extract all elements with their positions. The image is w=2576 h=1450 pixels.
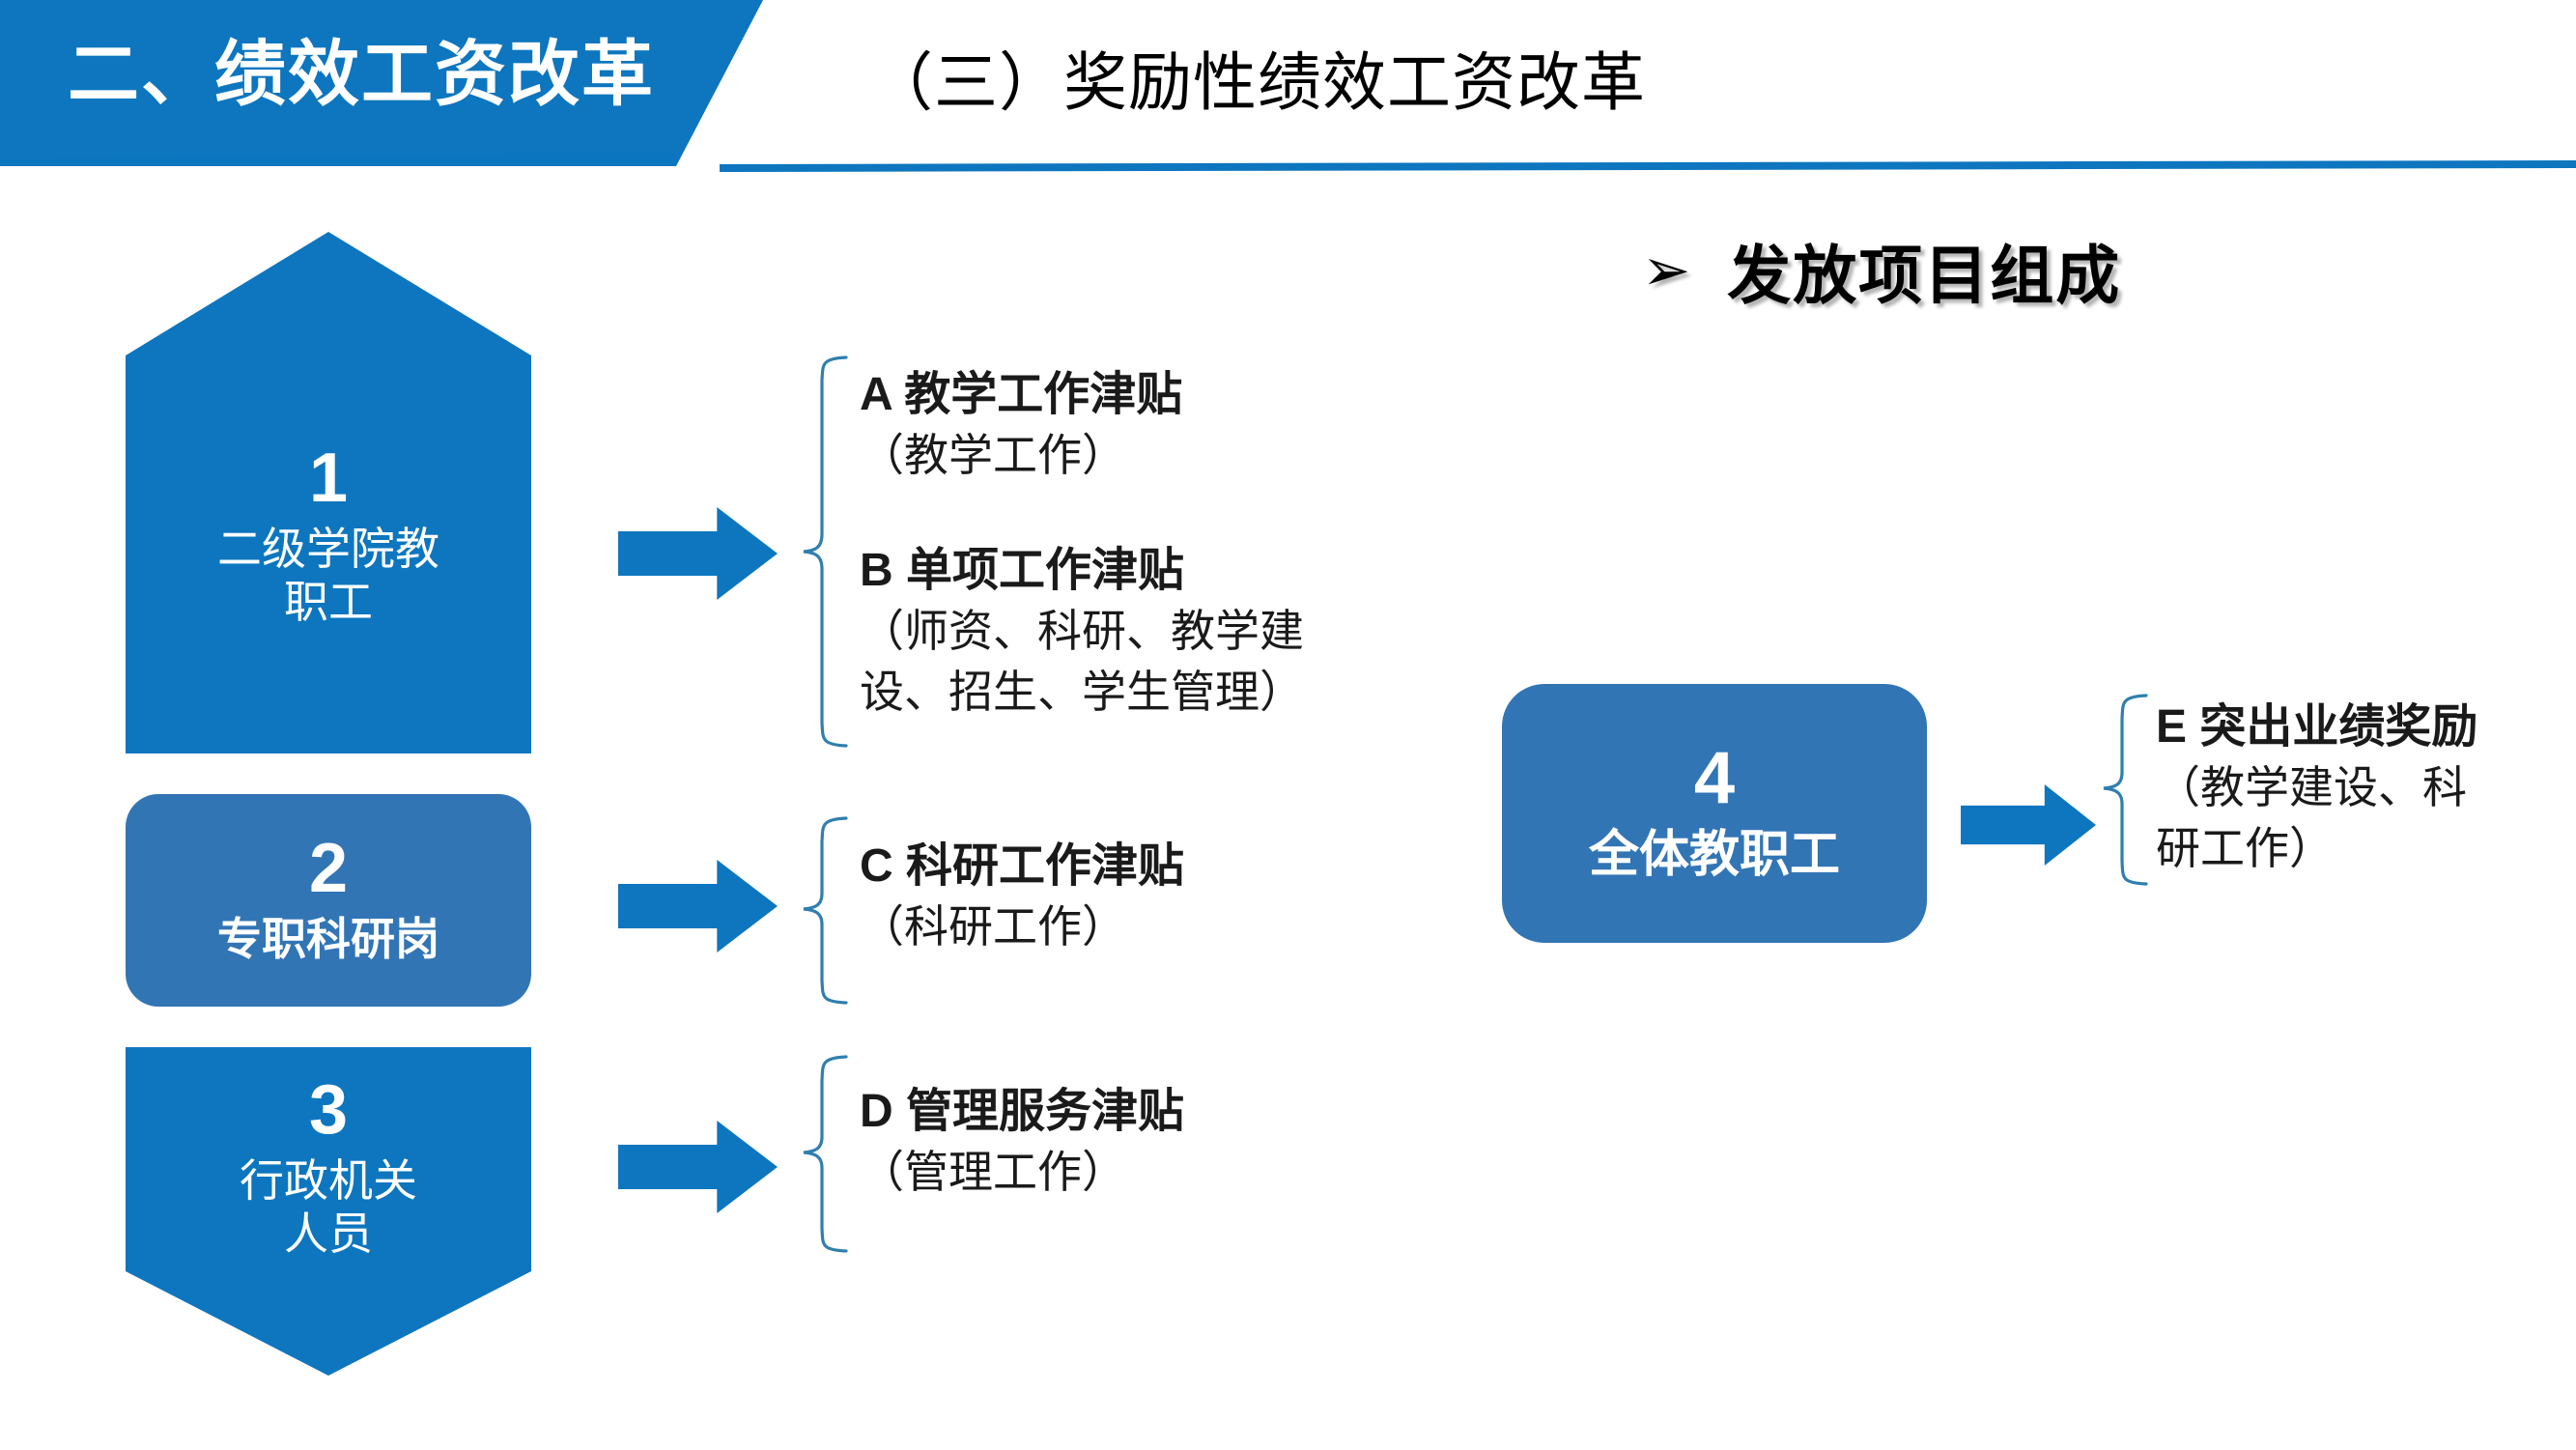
- item-C-title: C 科研工作津贴: [860, 840, 1185, 892]
- slide-header: 二、绩效工资改革 （三）奖励性绩效工资改革: [0, 0, 2576, 193]
- item-B-title: B 单项工作津贴: [860, 545, 1185, 596]
- item-E-title: E 突出业绩奖励: [2156, 701, 2478, 753]
- header-rule-left: [0, 153, 676, 162]
- item-B-detail-line1: （师资、科研、教学建: [860, 606, 1304, 657]
- item-E-detail-line2: 研工作）: [2156, 822, 2334, 873]
- header-subtitle: （三）奖励性绩效工资改革: [869, 46, 1646, 118]
- item-B-detail-line2: 设、招生、学生管理）: [860, 666, 1304, 717]
- group-label-3: 行政机关 人员: [240, 1154, 417, 1259]
- group-number-1: 1: [308, 439, 349, 517]
- arrow-right-icon-1: [618, 507, 778, 600]
- group-shape-3[interactable]: 3 行政机关 人员: [126, 1047, 531, 1376]
- group-number-2: 2: [308, 830, 349, 908]
- brace-icon-1: [802, 355, 850, 748]
- brace-icon-3: [802, 1055, 850, 1253]
- item-E: E 突出业绩奖励 （教学建设、科 研工作）: [2156, 697, 2562, 878]
- item-D: D 管理服务津贴 （管理工作）: [860, 1082, 1184, 1203]
- right-heading: ➢ 发放项目组成: [1642, 224, 2121, 317]
- group-number-3: 3: [308, 1070, 349, 1149]
- chevron-right-bullet-icon: ➢: [1642, 238, 1691, 302]
- right-heading-text: 发放项目组成: [1727, 240, 2122, 311]
- brace-icon-2: [802, 816, 850, 1005]
- group-number-4: 4: [1693, 736, 1736, 819]
- header-section-label: 二、绩效工资改革: [68, 34, 655, 114]
- group-label-1: 二级学院教 职工: [217, 523, 439, 627]
- arrow-right-icon-2: [618, 860, 778, 952]
- item-D-title: D 管理服务津贴: [860, 1086, 1185, 1137]
- group-shape-4[interactable]: 4 全体教职工: [1502, 684, 1927, 943]
- arrow-right-icon-3: [618, 1121, 778, 1213]
- header-band: [0, 0, 763, 166]
- arrow-right-icon-4: [1961, 784, 2096, 866]
- item-D-detail: （管理工作）: [860, 1147, 1126, 1198]
- item-C-detail: （科研工作）: [860, 901, 1126, 952]
- item-C: C 科研工作津贴 （科研工作）: [860, 837, 1184, 957]
- item-E-detail-line1: （教学建设、科: [2156, 762, 2467, 813]
- item-B: B 单项工作津贴 （师资、科研、教学建 设、招生、学生管理）: [860, 541, 1458, 722]
- item-A-title: A 教学工作津贴: [860, 369, 1183, 420]
- group-label-2: 专职科研岗: [217, 914, 439, 965]
- header-rule: [720, 160, 2576, 172]
- group-label-4: 全体教职工: [1588, 826, 1840, 883]
- group-shape-1[interactable]: 1 二级学院教 职工: [126, 232, 531, 753]
- item-A-detail: （教学工作）: [860, 430, 1126, 481]
- item-A: A 教学工作津贴 （教学工作）: [860, 365, 1182, 486]
- group-shape-2[interactable]: 2 专职科研岗: [126, 794, 531, 1007]
- brace-icon-4: [2102, 694, 2150, 887]
